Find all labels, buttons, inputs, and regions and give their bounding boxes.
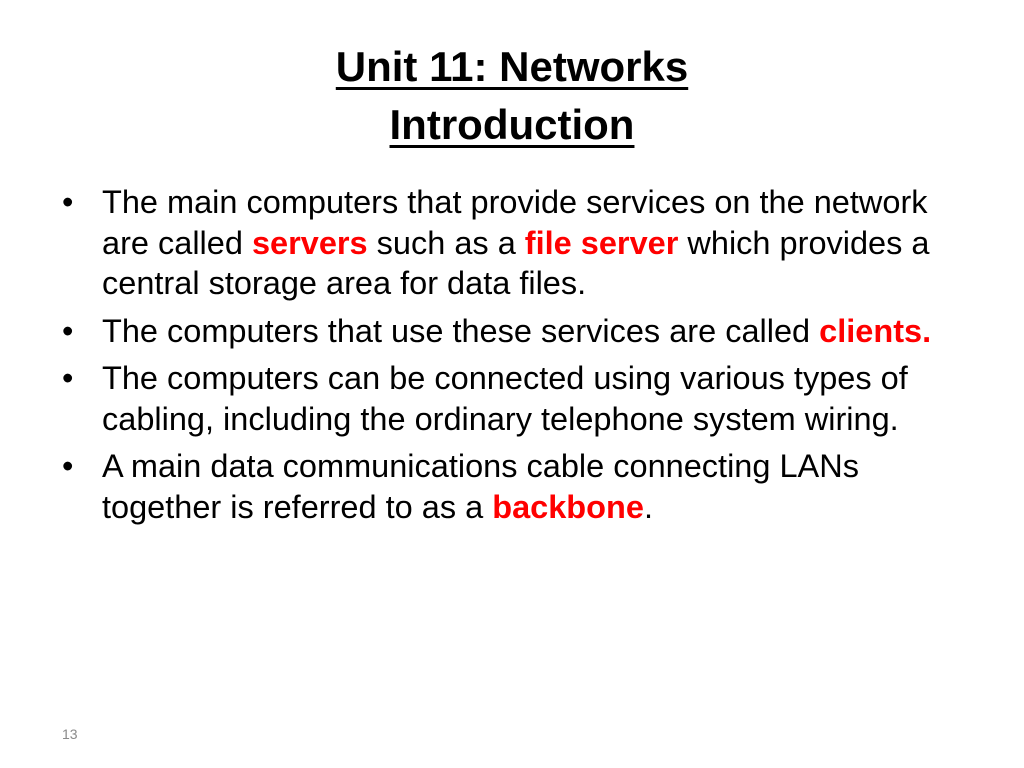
bullet-text: which provides a central storage area fo… [102, 224, 930, 302]
bullet-list: • The main computers that provide servic… [62, 182, 982, 534]
slide-number: 13 [62, 726, 78, 742]
bullet-dot-icon: • [62, 360, 74, 396]
bullet-text: such as a [367, 224, 525, 261]
highlight-term: clients. [819, 312, 932, 349]
bullet-text: The computers can be connected using var… [102, 360, 908, 437]
bullet-dot-icon: • [62, 312, 74, 349]
bullet-item: • The computers can be connected using v… [62, 358, 982, 439]
bullet-dot-icon: • [62, 184, 74, 220]
bullet-dot-icon: • [62, 448, 74, 484]
bullet-item: • The computers that use these services … [62, 311, 982, 352]
highlight-term: backbone [492, 488, 644, 525]
bullet-item: • A main data communications cable conne… [62, 446, 982, 527]
bullet-text: A main data communications cable connect… [102, 448, 859, 525]
bullet-text: The main computers that provide services… [102, 184, 928, 261]
bullet-item: • The main computers that provide servic… [62, 182, 982, 304]
highlight-term: servers [251, 224, 368, 261]
bullet-text: The computers that use these services ar… [102, 312, 820, 349]
slide-title: Unit 11: Networks Introduction [0, 38, 1024, 154]
bullet-text: . [643, 488, 653, 525]
title-line-1: Unit 11: Networks [335, 43, 689, 90]
highlight-term: file server [524, 224, 679, 261]
title-line-2: Introduction [389, 101, 635, 148]
